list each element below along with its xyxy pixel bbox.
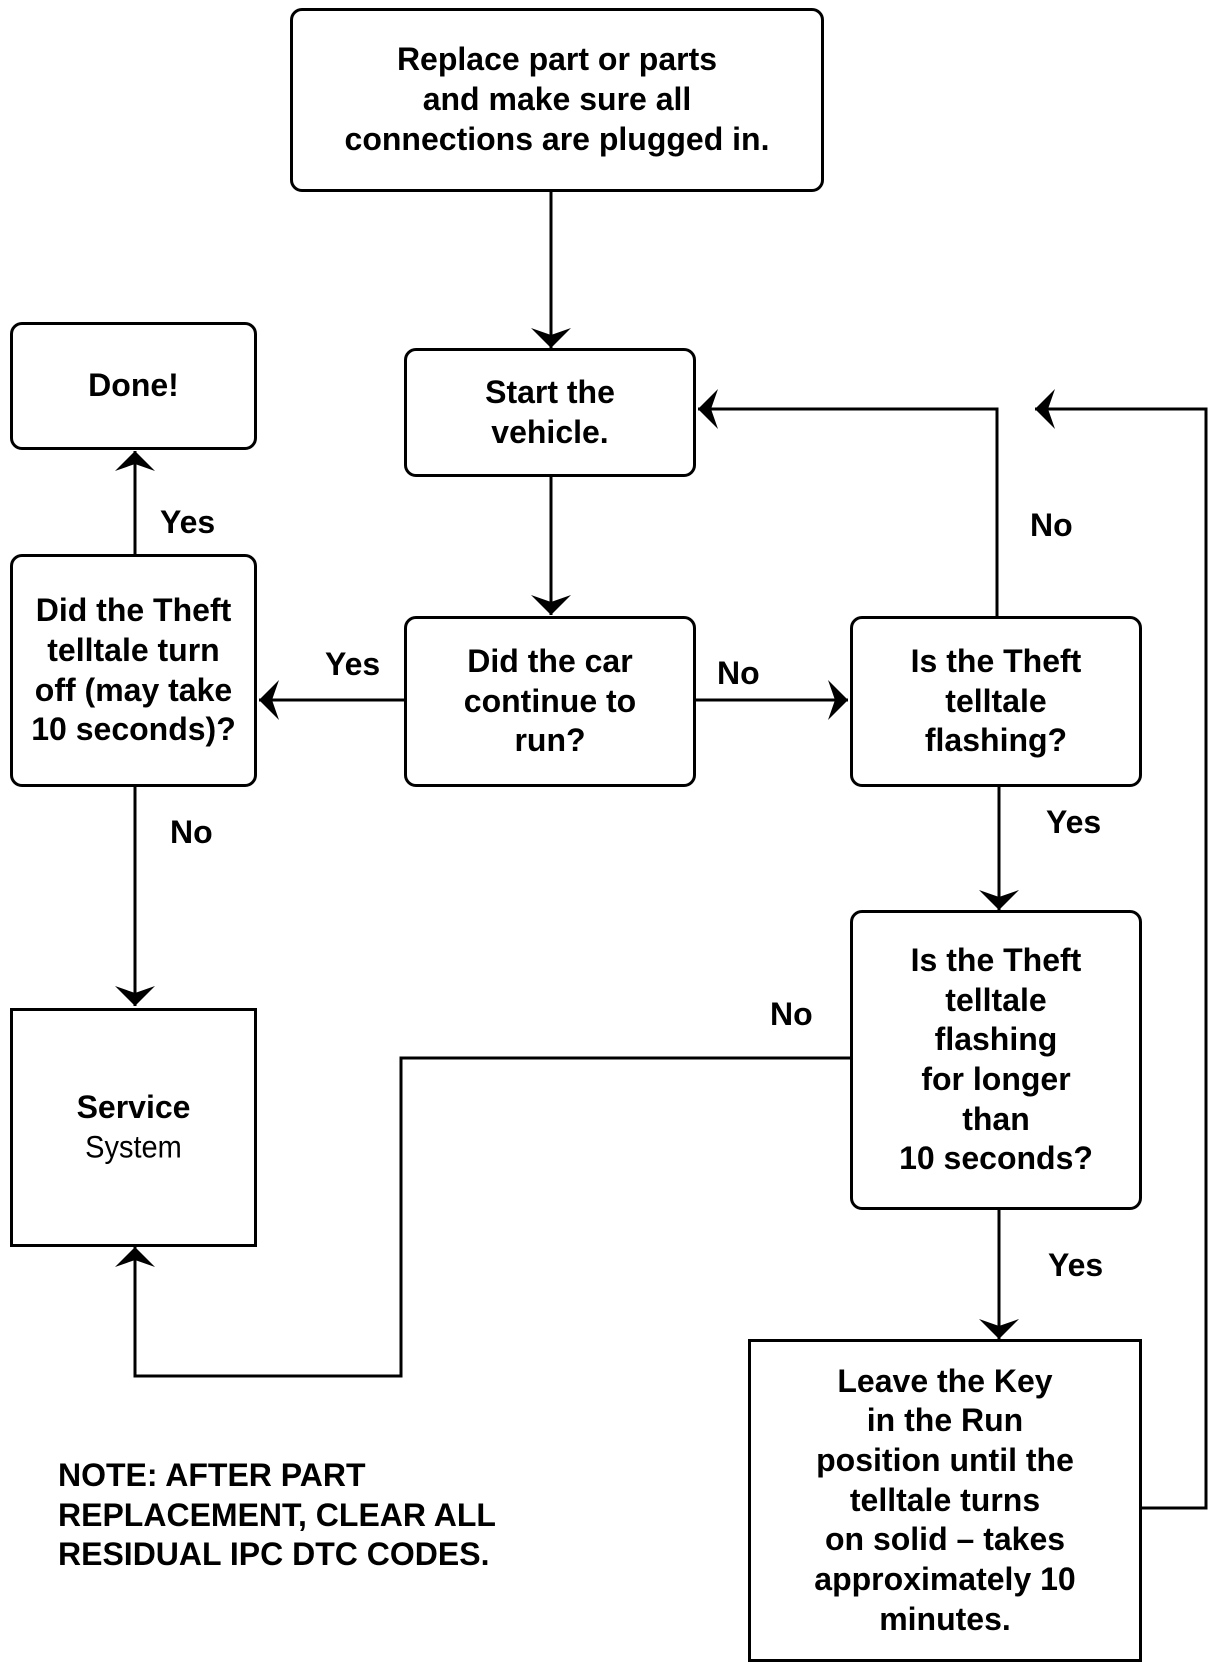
replace-parts-box: Replace part or parts and make sure all … xyxy=(290,8,824,192)
no-label-right: No xyxy=(717,655,760,691)
arrow-leave-key-to-start xyxy=(1035,389,1208,1510)
is-telltale-flashing-box: Is the Theft telltale flashing? xyxy=(850,616,1142,787)
service-label: Service xyxy=(76,1088,191,1125)
did-telltale-turn-off-box: Did the Theft telltale turn off (may tak… xyxy=(10,554,257,787)
yes-label-done: Yes xyxy=(160,504,216,540)
start-vehicle-box: Start the vehicle. xyxy=(404,348,696,477)
arrow-longer-to-service xyxy=(115,1056,850,1378)
leave-key-box: Leave the Key in the Run position until … xyxy=(748,1339,1142,1662)
done-box: Done! xyxy=(10,322,257,450)
system-label: System xyxy=(85,1131,182,1166)
yes-label-down-2: Yes xyxy=(1048,1247,1104,1283)
no-label-service: No xyxy=(170,814,213,850)
yes-label-left: Yes xyxy=(325,646,381,682)
yes-label-down-1: Yes xyxy=(1046,804,1102,840)
no-label-longer: No xyxy=(770,996,813,1032)
no-label-loop: No xyxy=(1030,507,1073,543)
arrow-flashing-to-start xyxy=(698,389,999,616)
is-flashing-longer-box: Is the Theft telltale flashing for longe… xyxy=(850,910,1142,1210)
replacement-note: NOTE: AFTER PART REPLACEMENT, CLEAR ALL … xyxy=(58,1457,496,1573)
did-car-continue-box: Did the car continue to run? xyxy=(404,616,696,787)
service-system-box: Service System xyxy=(10,1008,257,1247)
